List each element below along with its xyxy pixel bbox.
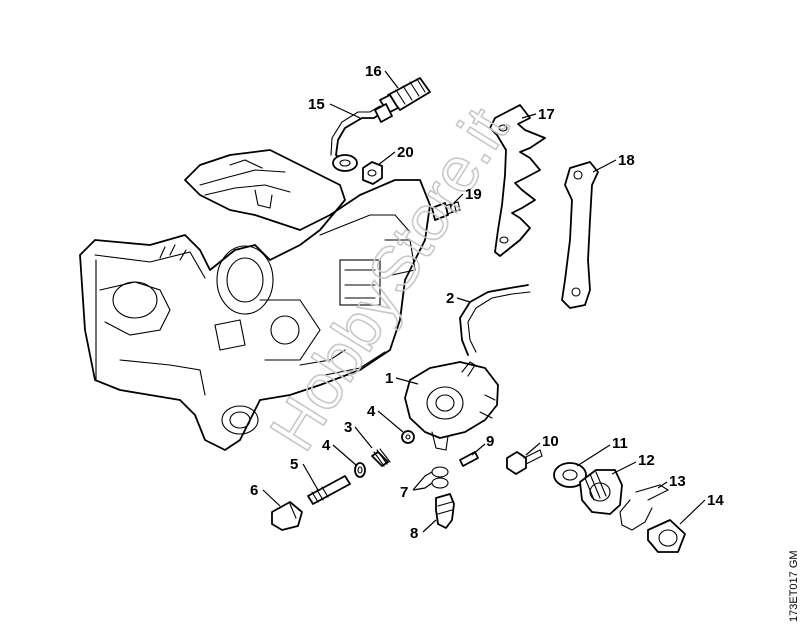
part-14-bushing <box>647 519 686 553</box>
part-16-pickup-body <box>379 77 431 114</box>
callout-14: 14 <box>707 492 724 509</box>
callout-11: 11 <box>612 435 628 452</box>
callout-15: 15 <box>308 96 325 113</box>
part-18-plate <box>561 161 599 309</box>
callout-8: 8 <box>410 525 418 542</box>
callout-19: 19 <box>465 186 482 203</box>
part-1-oil-pump <box>404 361 499 451</box>
part-20-nut <box>362 161 383 185</box>
leader-lines <box>262 70 706 533</box>
part-6-plug <box>271 501 303 531</box>
callout-12: 12 <box>638 452 655 469</box>
part-19-screw <box>431 201 461 221</box>
callout-18: 18 <box>618 152 635 169</box>
callout-2: 2 <box>446 290 454 307</box>
drawing-code: 173ET017 GM <box>788 550 800 622</box>
part-10-screw <box>506 449 543 475</box>
part-4-washer-lower <box>354 462 366 478</box>
part-13-spring-clip <box>619 484 670 531</box>
callout-3: 3 <box>344 419 352 436</box>
part-12-worm-gear <box>579 469 623 515</box>
part-5-shaft <box>307 475 351 505</box>
callout-4-lower: 4 <box>322 437 331 454</box>
part-8-valve <box>435 493 455 529</box>
part-2-hose <box>459 284 531 356</box>
callout-1: 1 <box>385 370 393 387</box>
callout-7: 7 <box>400 484 408 501</box>
callout-10: 10 <box>542 433 559 450</box>
callout-17: 17 <box>538 106 555 123</box>
part-15-oil-line <box>330 103 393 172</box>
callout-9: 9 <box>486 433 494 450</box>
callout-20: 20 <box>397 144 414 161</box>
part-9-pin <box>459 451 479 467</box>
part-3-spring <box>371 448 391 467</box>
callout-16: 16 <box>365 63 382 80</box>
part-11-washer <box>553 462 587 488</box>
crankcase-housing <box>79 149 431 451</box>
callout-13: 13 <box>669 473 686 490</box>
part-4-washer-upper <box>401 430 415 444</box>
callout-6: 6 <box>250 482 258 499</box>
callout-4-upper: 4 <box>367 403 376 420</box>
callout-5: 5 <box>290 456 298 473</box>
part-17-spiked-bumper <box>489 104 546 257</box>
part-7-o-ring <box>431 466 449 489</box>
